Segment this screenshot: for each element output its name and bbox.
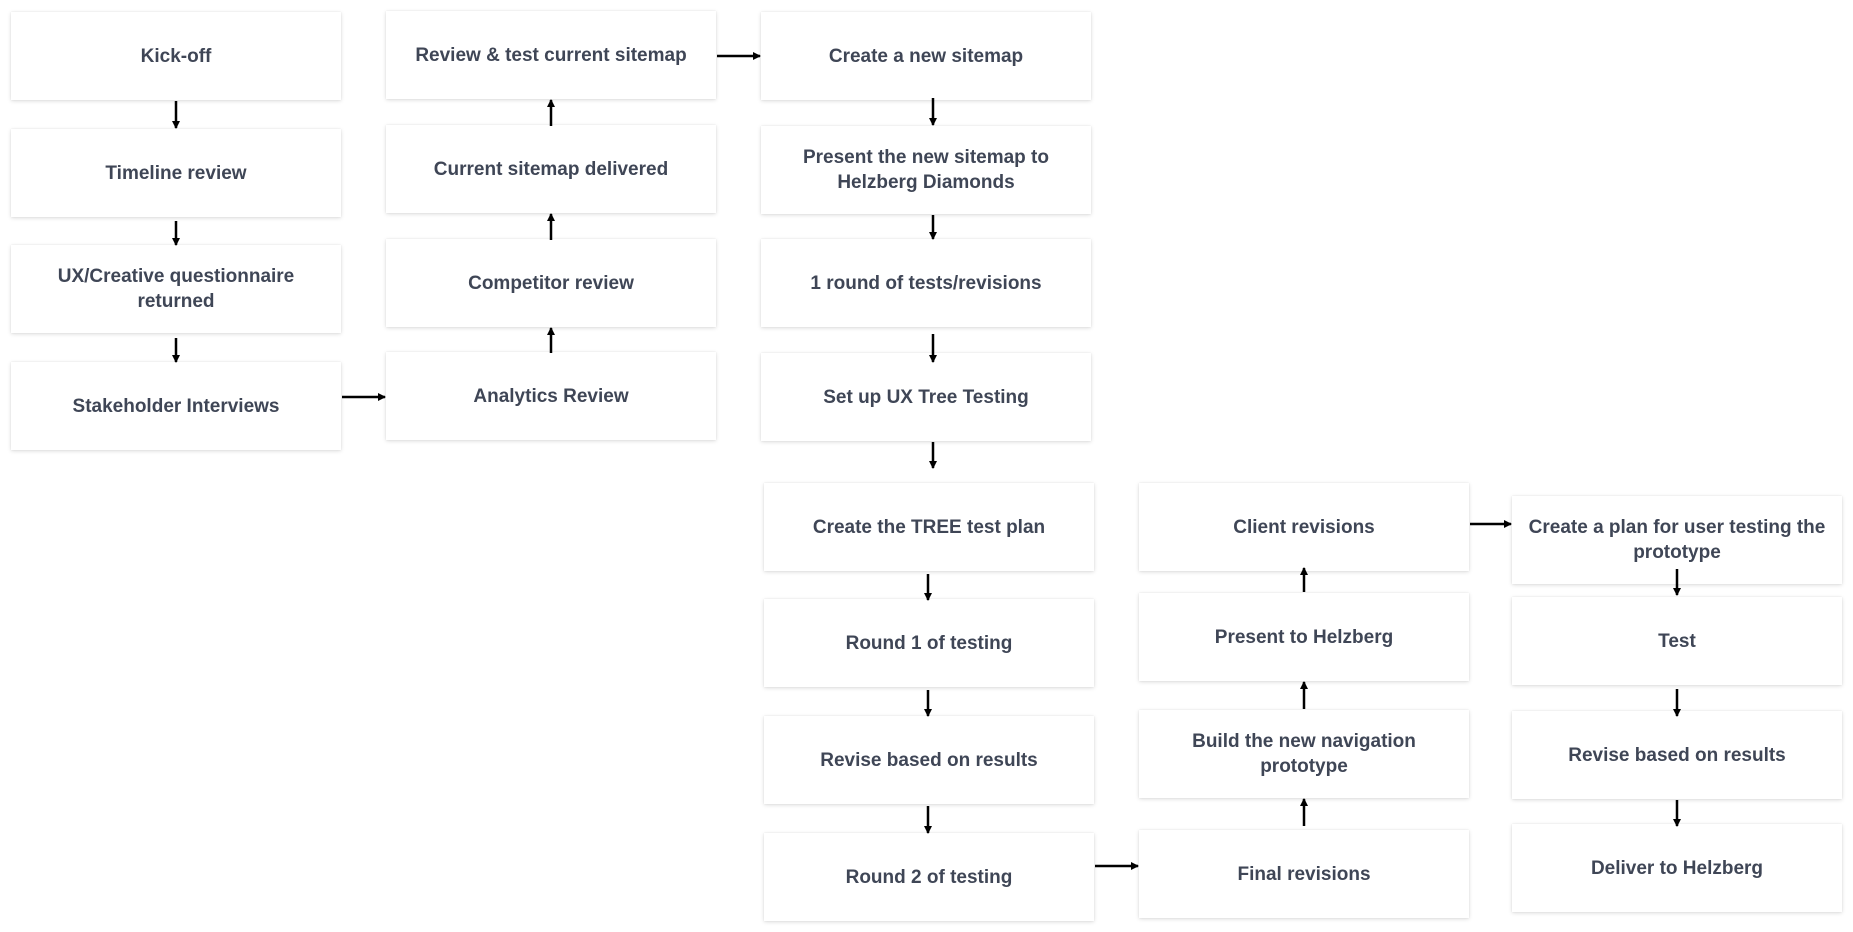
node-competitor-review: Competitor review [386,239,716,327]
node-revise-results-1: Revise based on results [764,716,1094,804]
node-label: Current sitemap delivered [433,158,669,180]
node-round-2-testing: Round 2 of testing [764,833,1094,921]
node-present-new-sitemap: Present the new sitemap to Helzberg Diam… [761,126,1091,214]
node-label: Present to Helzberg [1214,626,1394,648]
node-review-test-sitemap: Review & test current sitemap [386,11,716,99]
node-label: Review & test current sitemap [415,44,687,66]
node-label: Kick-off [140,45,212,67]
node-label: Round 1 of testing [845,632,1013,654]
node-create-new-sitemap: Create a new sitemap [761,12,1091,100]
node-label: Stakeholder Interviews [72,395,280,417]
node-label: Analytics Review [473,385,629,407]
node-test: Test [1512,597,1842,685]
node-label: 1 round of tests/revisions [810,272,1042,294]
node-label: Revise based on results [1568,744,1786,766]
node-label: Create a new sitemap [828,45,1024,67]
node-build-prototype: Build the new navigation prototype [1139,710,1469,798]
node-label: Set up UX Tree Testing [823,386,1029,408]
node-label: Present the new sitemap to Helzberg Diam… [802,147,1049,193]
node-kickoff: Kick-off [11,12,341,100]
node-label: Deliver to Helzberg [1590,857,1764,879]
node-client-revisions: Client revisions [1139,483,1469,571]
node-label: Test [1658,630,1696,652]
node-timeline-review: Timeline review [11,129,341,217]
node-label: Create the TREE test plan [812,516,1046,538]
node-label: Round 2 of testing [845,866,1013,888]
node-label: Competitor review [468,272,634,294]
node-setup-tree-testing: Set up UX Tree Testing [761,353,1091,441]
node-label: Client revisions [1233,516,1375,538]
node-label: Create a plan for user testing the proto… [1528,517,1826,563]
node-stakeholder-interviews: Stakeholder Interviews [11,362,341,450]
node-final-revisions: Final revisions [1139,830,1469,918]
node-label: Build the new navigation prototype [1192,731,1416,777]
node-analytics-review: Analytics Review [386,352,716,440]
node-label: Final revisions [1237,863,1371,885]
node-round-tests-revisions: 1 round of tests/revisions [761,239,1091,327]
node-label: Revise based on results [820,749,1038,771]
node-revise-results-2: Revise based on results [1512,711,1842,799]
node-deliver-to-helzberg: Deliver to Helzberg [1512,824,1842,912]
node-round-1-testing: Round 1 of testing [764,599,1094,687]
node-present-to-helzberg: Present to Helzberg [1139,593,1469,681]
node-questionnaire-returned: UX/Creative questionnaire returned [11,245,341,333]
node-label: Timeline review [105,162,247,184]
node-tree-test-plan: Create the TREE test plan [764,483,1094,571]
node-label: UX/Creative questionnaire returned [57,266,295,312]
node-current-sitemap-delivered: Current sitemap delivered [386,125,716,213]
